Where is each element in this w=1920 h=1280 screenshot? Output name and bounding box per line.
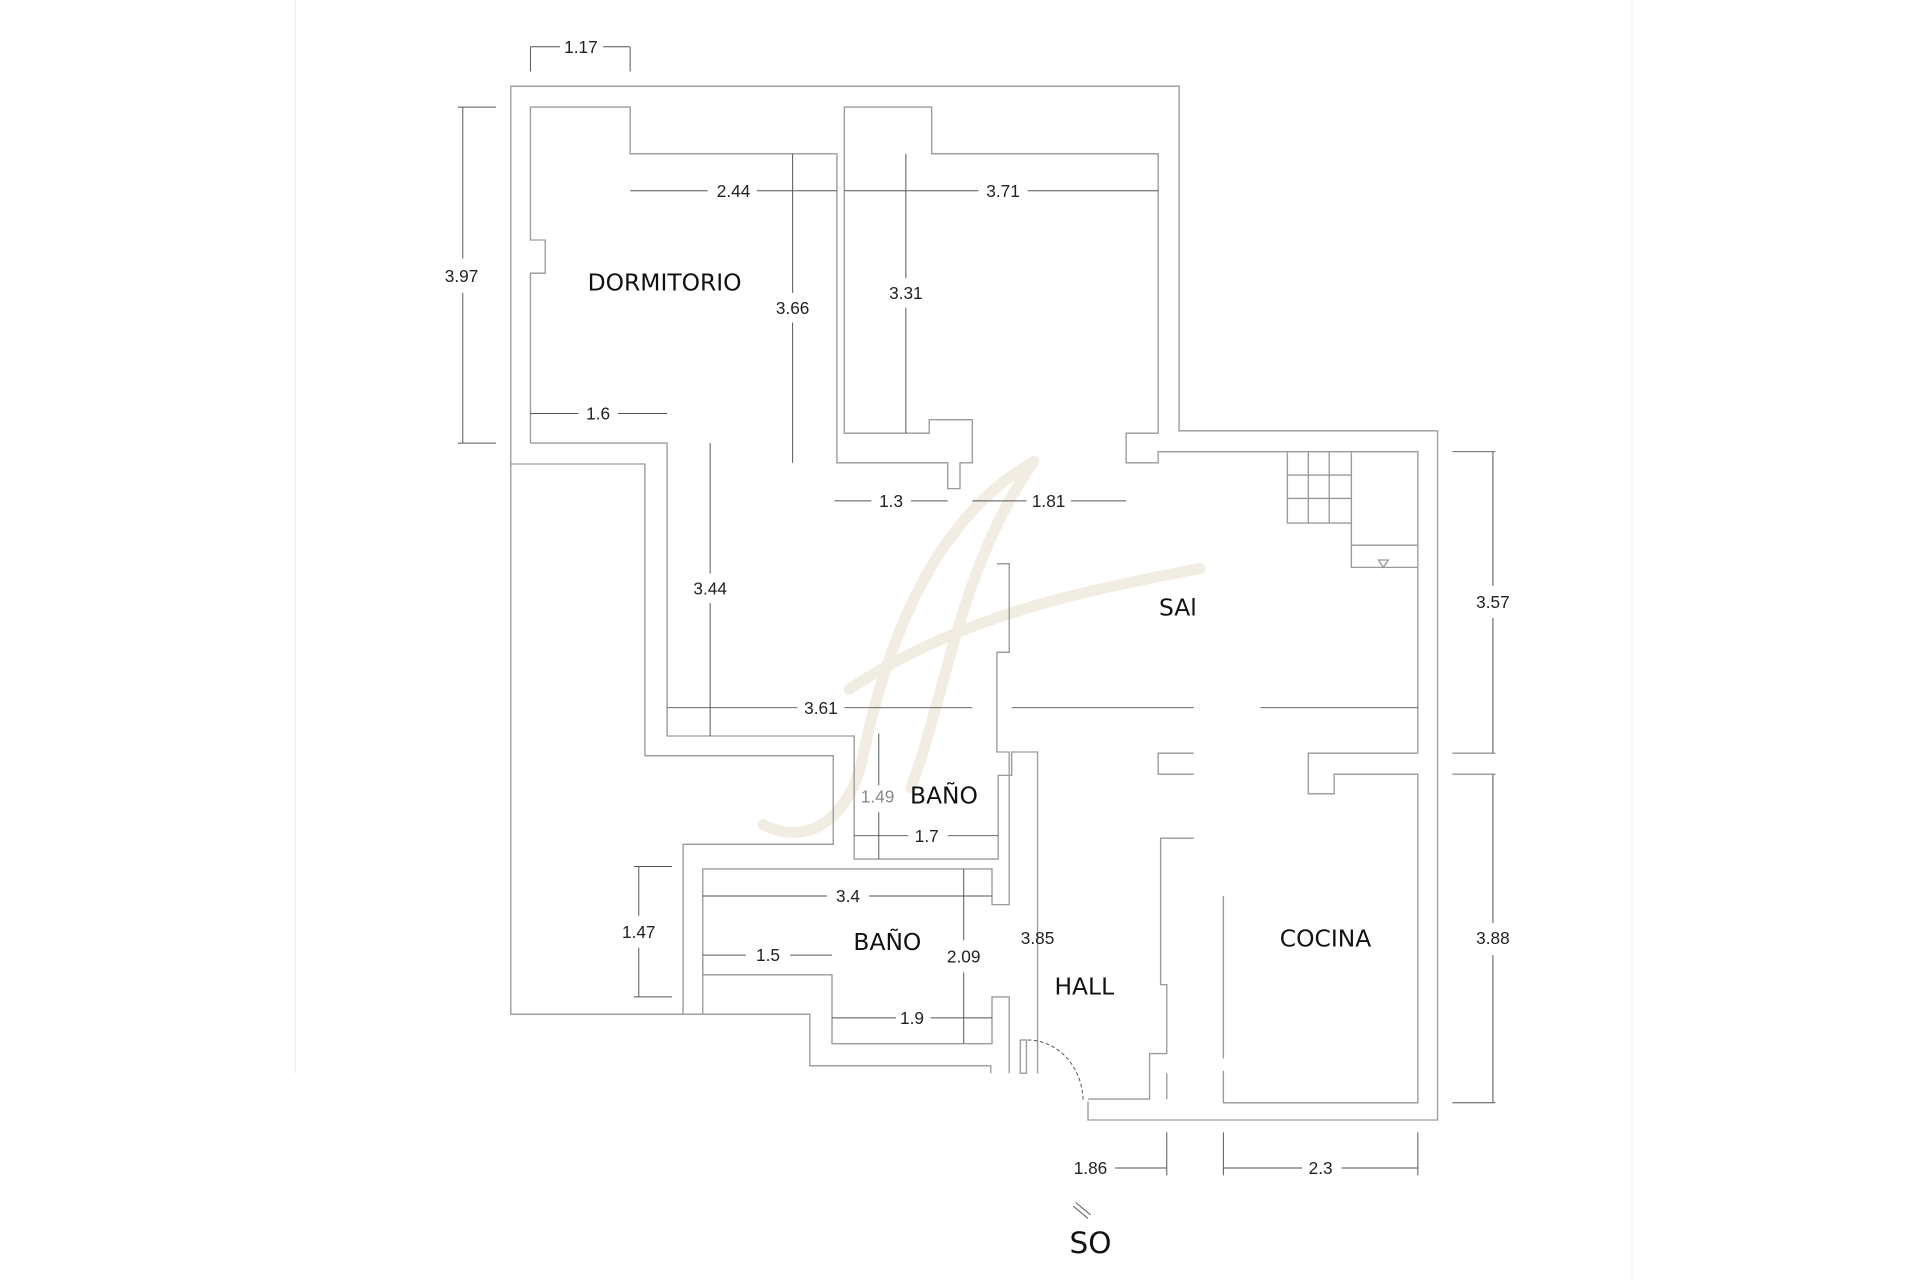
dim-3.97: 3.97 xyxy=(445,266,479,286)
dimension-lines xyxy=(457,46,1496,1219)
dim-2.3: 2.3 xyxy=(1309,1158,1333,1178)
dim-1.3: 1.3 xyxy=(879,491,903,511)
dim-3.85: 3.85 xyxy=(1021,928,1055,948)
dim-1.47: 1.47 xyxy=(622,922,656,942)
dim-3.44: 3.44 xyxy=(693,578,727,598)
dim-1.86: 1.86 xyxy=(1074,1158,1108,1178)
dim-1.7: 1.7 xyxy=(915,826,939,846)
dim-3.31: 3.31 xyxy=(889,283,923,303)
dim-1.5: 1.5 xyxy=(756,945,780,965)
dim-3.57: 3.57 xyxy=(1476,592,1510,612)
dim-3.71: 3.71 xyxy=(986,181,1020,201)
dim-3.4: 3.4 xyxy=(836,886,860,906)
dim-3.61: 3.61 xyxy=(804,698,838,718)
dim-3.88: 3.88 xyxy=(1476,928,1510,948)
dim-3.66: 3.66 xyxy=(776,298,810,318)
walls xyxy=(510,85,1496,1121)
watermark-logo xyxy=(757,456,1206,838)
room-label-cocina: COCINA xyxy=(1280,924,1371,952)
stairs xyxy=(1286,451,1418,569)
dim-1.49: 1.49 xyxy=(861,786,895,806)
orientation-label: SO xyxy=(1069,1226,1111,1260)
dim-1.81: 1.81 xyxy=(1032,491,1066,511)
dim-1.17: 1.17 xyxy=(564,37,598,57)
room-label-salon: SAl xyxy=(1159,593,1197,621)
dim-1.9: 1.9 xyxy=(900,1008,924,1028)
dim-1.6: 1.6 xyxy=(586,404,610,424)
room-label-hall: HALL xyxy=(1054,972,1114,1000)
dim-2.44: 2.44 xyxy=(717,181,751,201)
dim-2.09: 2.09 xyxy=(947,946,981,966)
room-label-bano-2: BAÑO xyxy=(853,928,921,956)
room-label-dormitorio: DORMITORIO xyxy=(588,268,742,296)
room-label-bano-1: BAÑO xyxy=(910,782,978,810)
entrance-door xyxy=(1019,1039,1084,1102)
